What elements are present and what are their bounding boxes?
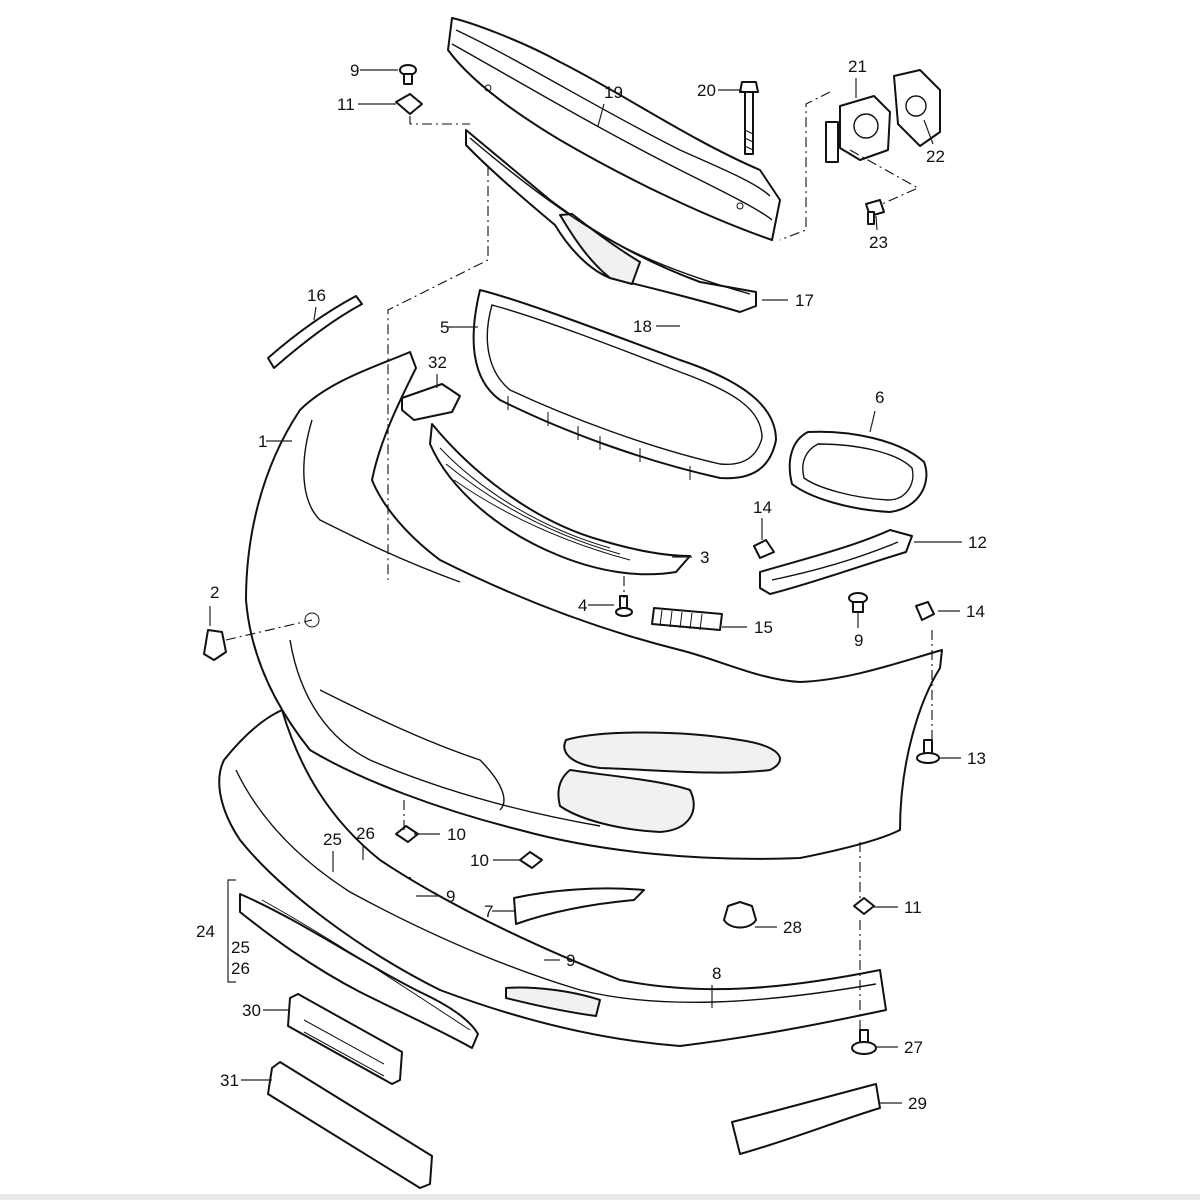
part-29-side-spoiler — [731, 1083, 881, 1155]
callout-number: 8 — [712, 964, 721, 983]
callout-number: 4 — [578, 596, 587, 615]
callout-number: 2 — [210, 583, 219, 602]
callout-number: 30 — [242, 1001, 261, 1020]
callout-number: 14 — [966, 602, 985, 621]
callout-leader-line — [923, 119, 934, 145]
callout-number: 15 — [754, 618, 773, 637]
callout-number: 1 — [258, 432, 267, 451]
assembly-lines — [225, 91, 933, 1030]
part-11-clip-lower — [853, 897, 875, 915]
callout-number: 10 — [470, 851, 489, 870]
callout-leader-line — [597, 103, 605, 127]
callout-number: 10 — [447, 825, 466, 844]
callout-number: 14 — [753, 498, 772, 517]
part-15-small-grille — [651, 607, 723, 631]
callout-number: 11 — [337, 95, 355, 114]
part-14-clip-right — [915, 601, 935, 621]
callout-number: 26 — [356, 824, 375, 843]
callout-number: 13 — [967, 749, 986, 768]
part-5-grille-frame — [472, 289, 777, 480]
callout-number: 27 — [904, 1038, 923, 1057]
part-14-clip-upper — [753, 539, 775, 559]
part-7-side-piece — [513, 887, 645, 925]
bottom-scroll-strip — [0, 1194, 1200, 1200]
callout-number: 9 — [446, 887, 455, 906]
part-21-bracket — [825, 95, 891, 163]
part-22-gasket — [893, 69, 941, 147]
callout-leader-line — [313, 306, 317, 321]
part-31-plate-bracket — [267, 1061, 433, 1189]
callout-number: 5 — [440, 318, 449, 337]
callout-number: 20 — [697, 81, 716, 100]
callout-number: 32 — [428, 353, 447, 372]
callout-number: 3 — [700, 548, 709, 567]
callout-number: 12 — [968, 533, 987, 552]
callout-number: 19 — [604, 83, 623, 102]
part-19-bumper-carrier — [447, 17, 781, 241]
callout-number: 16 — [307, 286, 326, 305]
callout-leader-line — [869, 410, 876, 433]
part-13-screw — [916, 739, 940, 764]
callout-number: 26 — [231, 959, 250, 978]
callout-number: 29 — [908, 1094, 927, 1113]
callout-number: 31 — [220, 1071, 239, 1090]
callout-number: 23 — [869, 233, 888, 252]
part-10-nut-center — [519, 851, 543, 869]
part-11-clip-top — [395, 93, 423, 115]
callout-number: 6 — [875, 388, 884, 407]
part-9-screw-top — [399, 64, 417, 85]
callout-number: 7 — [484, 902, 493, 921]
callout-leader-line — [875, 215, 878, 231]
part-17-absorber — [465, 129, 757, 313]
callout-24-bracket — [227, 879, 236, 983]
part-16-trim-strip — [267, 295, 363, 369]
callout-number: 25 — [231, 938, 250, 957]
part-2-tow-cover — [203, 629, 227, 661]
callout-number: 28 — [783, 918, 802, 937]
callout-number: 22 — [926, 147, 945, 166]
callout-number: 18 — [633, 317, 652, 336]
callout-number: 9 — [350, 61, 359, 80]
part-6-air-intake-frame — [788, 430, 928, 513]
callout-number: 9 — [854, 631, 863, 650]
part-30-plate-holder — [287, 993, 403, 1085]
part-32-bracket — [401, 383, 461, 421]
part-4-screw — [615, 595, 633, 617]
callout-number: 21 — [848, 57, 867, 76]
part-8-spoiler-lip — [218, 709, 887, 1047]
callout-number: 24 — [196, 922, 215, 941]
callout-number: 17 — [795, 291, 814, 310]
callout-number: 25 — [323, 830, 342, 849]
part-12-support — [759, 529, 913, 595]
part-9-screw-right — [848, 592, 868, 613]
part-27-screw — [851, 1029, 877, 1055]
part-20-bolt — [739, 81, 759, 155]
part-28-buffer — [723, 901, 757, 929]
part-23-screw — [865, 199, 885, 225]
part-1-bumper-cover — [245, 351, 943, 860]
part-3-center-grille — [429, 423, 691, 576]
callout-number: 9 — [566, 951, 575, 970]
part-24-lower-strip — [239, 893, 479, 1049]
callout-number: 11 — [904, 898, 922, 917]
